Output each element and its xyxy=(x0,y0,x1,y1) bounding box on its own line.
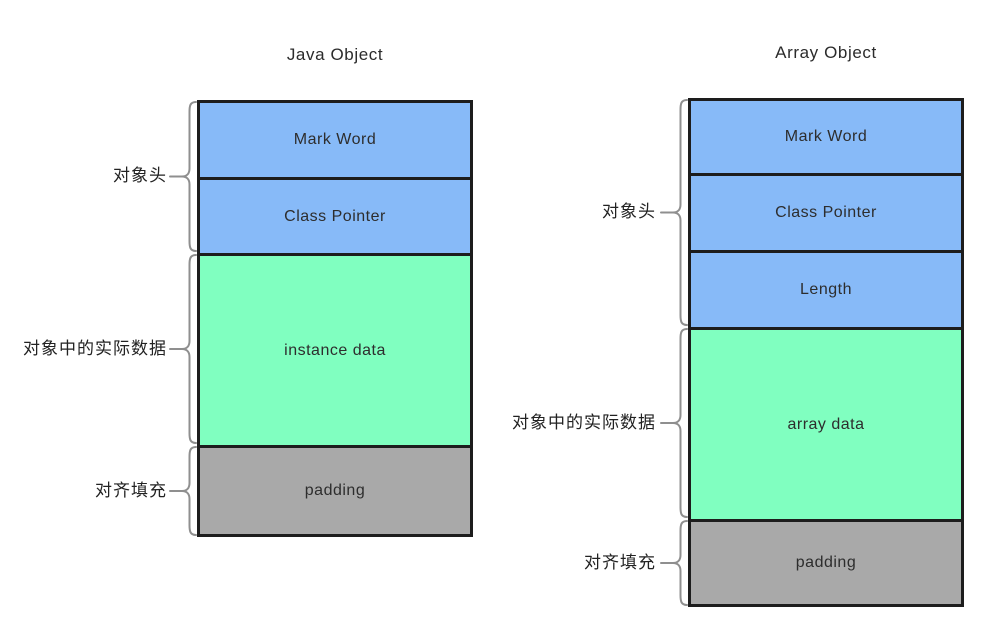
section-mark-word: Mark Word xyxy=(691,101,961,173)
annotation-object-header: 对象头 xyxy=(113,166,167,185)
annotation-alignment-padding: 对齐填充 xyxy=(584,553,656,572)
section-padding: padding xyxy=(691,519,961,604)
section-array-data: array data xyxy=(691,327,961,519)
brace-padding-right xyxy=(660,520,688,606)
brace-padding-left xyxy=(169,446,197,536)
section-instance-data: instance data xyxy=(200,253,470,445)
section-class-pointer: Class Pointer xyxy=(200,177,470,253)
section-length: Length xyxy=(691,250,961,327)
annotation-object-header: 对象头 xyxy=(602,202,656,221)
annotation-alignment-padding: 对齐填充 xyxy=(95,481,167,500)
brace-object-header-left xyxy=(169,101,197,252)
java-object-title: Java Object xyxy=(286,45,384,64)
section-class-pointer: Class Pointer xyxy=(691,173,961,250)
section-mark-word: Mark Word xyxy=(200,103,470,177)
annotation-actual-data: 对象中的实际数据 xyxy=(23,339,167,358)
array-object-title: Array Object xyxy=(775,43,877,62)
array-object-box: Mark Word Class Pointer Length array dat… xyxy=(688,98,964,607)
section-padding: padding xyxy=(200,445,470,534)
brace-object-header-right xyxy=(660,99,688,326)
brace-array-data-right xyxy=(660,328,688,518)
annotation-actual-data: 对象中的实际数据 xyxy=(512,413,656,432)
java-object-box: Mark Word Class Pointer instance data pa… xyxy=(197,100,473,537)
brace-instance-data-left xyxy=(169,254,197,444)
